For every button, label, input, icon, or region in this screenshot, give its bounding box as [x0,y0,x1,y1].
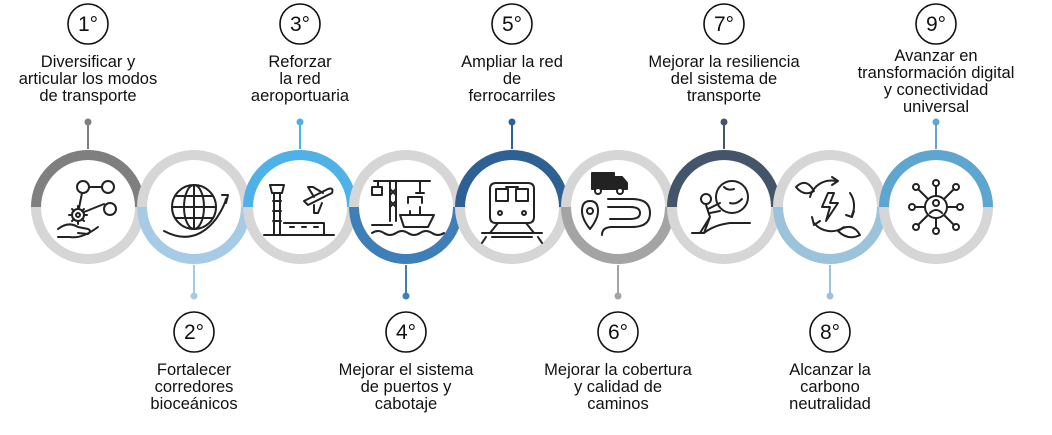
step-label-line: Fortalecer [156,361,232,379]
connector-dot-4 [402,292,410,300]
airport-tower-plane-icon [263,184,335,236]
step-number-3: 3° [290,13,310,36]
step-label-line: corredores [154,378,234,396]
gear-network-hand-icon [57,180,117,239]
step-number-1: 1° [78,13,98,36]
step-label-line: transporte [686,87,762,105]
step-label-line: aeroportuaria [250,87,350,105]
step-label-line: Ampliar la red [461,53,563,71]
ring-arc-4 [349,206,463,264]
ring-arc-9 [879,150,993,208]
number-badge-3 [279,3,321,45]
recycle-leaf-energy-icon [795,176,861,239]
step-label-line: del sistema de [670,70,778,88]
step-label-line: Alcanzar la [789,361,871,379]
step-label-line: transformación digital [857,64,1015,82]
step-label-line: carbono [800,378,860,396]
digital-network-person-icon [908,179,964,235]
ring-arc-6 [561,206,675,264]
globe-arrow-icon [163,184,229,238]
step-label-line: articular los modos [18,70,158,88]
step-label-line: caminos [587,395,649,413]
step-label-line: y conectividad [883,81,989,99]
ring-arc-2 [137,206,251,264]
port-crane-ship-icon [371,180,445,236]
ring-arc-7 [667,150,781,208]
connectors-layer [84,118,940,300]
connector-dot-1 [84,118,92,126]
step-label-line: Avanzar en [894,47,978,65]
step-label-line: Mejorar la cobertura [544,361,692,379]
connector-dot-3 [296,118,304,126]
number-badge-2 [173,311,215,353]
connector-dot-2 [190,292,198,300]
step-number-7: 7° [714,13,734,36]
step-number-6: 6° [608,321,628,344]
number-badge-4 [385,311,427,353]
step-label-line: Mejorar el sistema [338,361,474,379]
step-label-line: neutralidad [789,395,871,413]
connector-dot-8 [826,292,834,300]
connector-dot-5 [508,118,516,126]
number-badge-1 [67,3,109,45]
ring-arc-3 [243,150,357,208]
step-label-line: de transporte [39,87,137,105]
step-number-5: 5° [502,13,522,36]
step-label-line: la red [279,70,321,88]
step-label-line: bioceánicos [150,395,238,413]
step-label-line: Mejorar la resiliencia [648,53,800,71]
number-badge-7 [703,3,745,45]
step-label-line: y calidad de [573,378,663,396]
number-badges-layer: 1° 2° 3° 4° 5° 6° 7° 8° 9° [67,3,957,353]
connector-dot-6 [614,292,622,300]
ring-arc-8 [773,206,887,264]
step-label-line: universal [902,98,970,116]
number-badge-9 [915,3,957,45]
person-pushing-boulder-icon [691,180,751,234]
step-label-line: Diversificar y [40,53,136,71]
number-badge-8 [809,311,851,353]
truck-road-pin-icon [581,172,651,236]
step-label-line: de [502,70,522,88]
step-label-line: ferrocarriles [468,87,556,105]
number-badge-5 [491,3,533,45]
number-badge-6 [597,311,639,353]
step-number-4: 4° [396,321,416,344]
ring-arc-5 [455,150,569,208]
step-number-8: 8° [820,321,840,344]
step-label-line: de puertos y [360,378,452,396]
train-icon [481,182,543,244]
connector-dot-9 [932,118,940,126]
step-label-line: Reforzar [268,53,332,71]
connector-dot-7 [720,118,728,126]
step-number-9: 9° [926,13,946,36]
step-number-2: 2° [184,321,204,344]
ring-arc-1 [31,150,145,208]
step-label-line: cabotaje [374,395,438,413]
